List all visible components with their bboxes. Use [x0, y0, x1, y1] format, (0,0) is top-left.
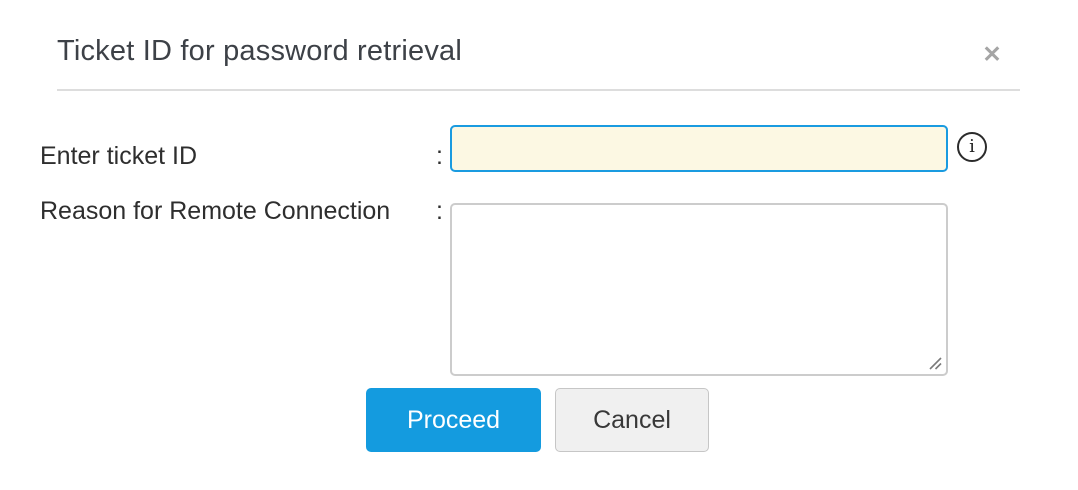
- resize-handle-icon[interactable]: [928, 356, 943, 371]
- cancel-button[interactable]: Cancel: [555, 388, 709, 452]
- title-divider: [57, 89, 1020, 91]
- dialog-title: Ticket ID for password retrieval: [57, 35, 462, 67]
- reason-colon: :: [436, 197, 443, 225]
- reason-textarea[interactable]: [450, 203, 948, 376]
- ticket-id-colon: :: [436, 142, 443, 170]
- ticket-id-label: Enter ticket ID: [40, 142, 197, 170]
- info-icon-glyph: i: [969, 136, 975, 157]
- reason-textarea-wrap: [450, 203, 948, 376]
- reason-label: Reason for Remote Connection: [40, 197, 391, 225]
- info-icon[interactable]: i: [957, 132, 987, 162]
- close-icon[interactable]: ✕: [982, 41, 1002, 67]
- proceed-button[interactable]: Proceed: [366, 388, 541, 452]
- ticket-id-input[interactable]: [450, 125, 948, 172]
